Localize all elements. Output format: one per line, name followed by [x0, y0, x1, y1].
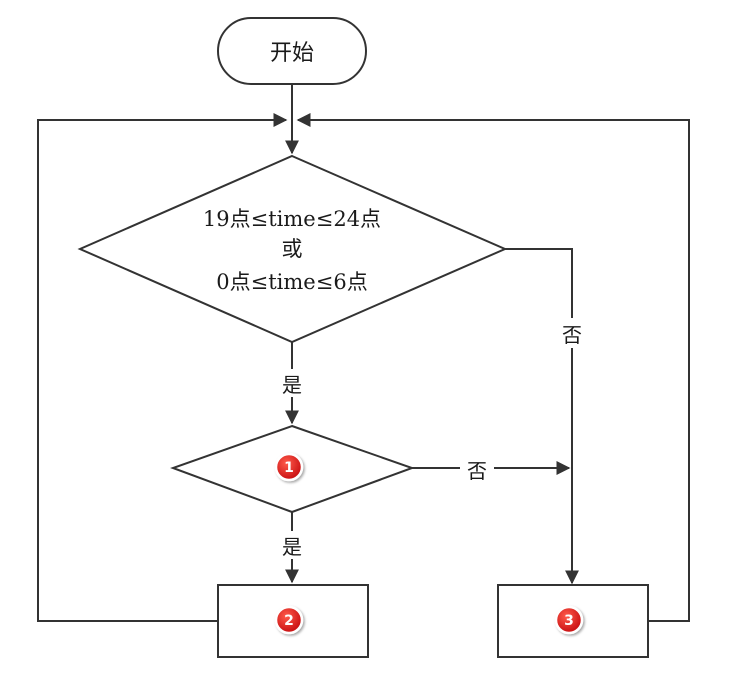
process-left: 2 [217, 584, 369, 658]
start-label: 开始 [270, 41, 314, 66]
decision-main-line1: 19点≤time≤24点 [203, 207, 381, 231]
start-node: 开始 [217, 17, 367, 85]
decision-main: 19点≤time≤24点 或 0点≤time≤6点 [77, 154, 508, 344]
badge-2-number: 2 [284, 613, 294, 629]
decision-main-line3: 0点≤time≤6点 [216, 270, 367, 294]
badge-3-number: 3 [564, 613, 574, 629]
edge-second-no-label: 否 [467, 459, 487, 483]
decision-second: 1 [170, 424, 415, 514]
edge-main-yes-label: 是 [282, 373, 302, 397]
edge-second-yes-label: 是 [282, 535, 302, 559]
edge-main-no [505, 248, 579, 585]
badge-1: 1 [274, 452, 304, 482]
decision-main-line2: 或 [282, 237, 303, 261]
edge-loop-left [37, 113, 288, 622]
edge-loop-right [296, 113, 690, 622]
badge-3: 3 [554, 605, 584, 635]
badge-2: 2 [274, 605, 304, 635]
badge-1-number: 1 [284, 460, 294, 476]
edge-main-no-label: 否 [562, 323, 582, 347]
process-right: 3 [497, 584, 649, 658]
